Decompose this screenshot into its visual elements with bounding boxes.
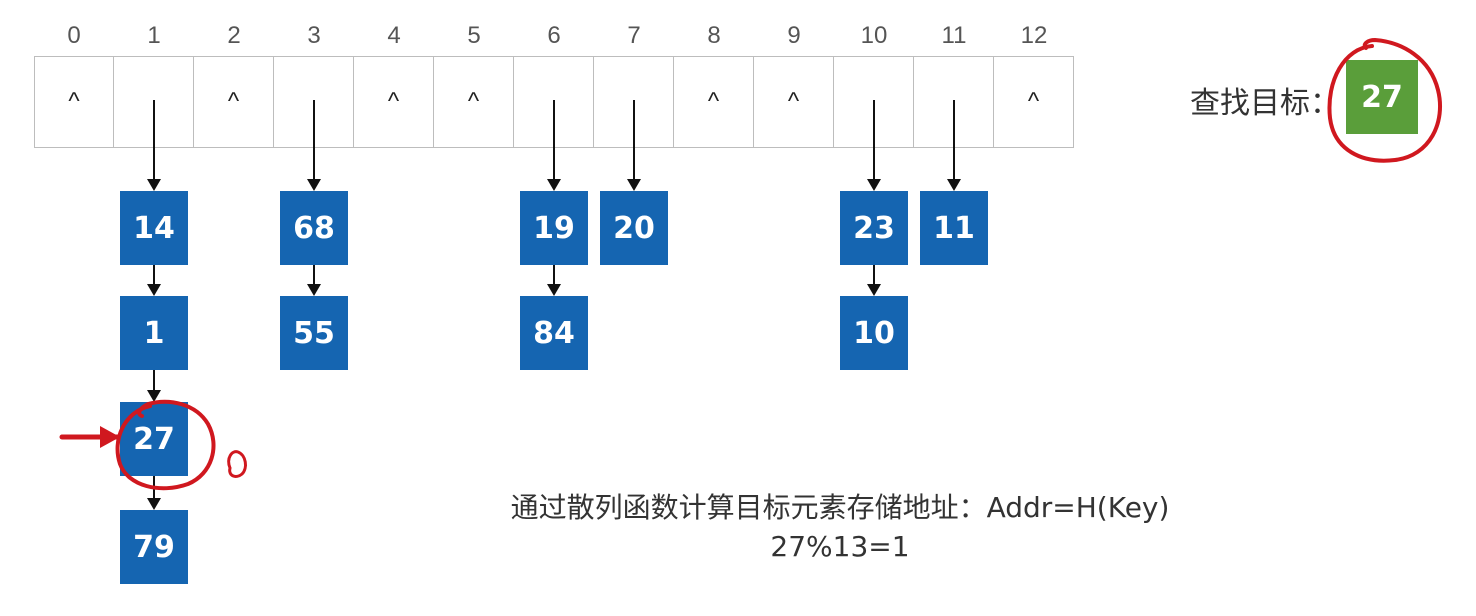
slot-index-11: 11 xyxy=(941,22,967,49)
pointer-arrow-slot-10-head xyxy=(867,179,881,191)
link-arrow-68-head xyxy=(307,284,321,296)
slot-index-10: 10 xyxy=(860,22,888,49)
zero-mark-annotation xyxy=(227,450,247,478)
chain-node-79: 79 xyxy=(120,510,188,584)
target-value-box: 27 xyxy=(1346,60,1418,134)
slot-index-1: 1 xyxy=(147,22,161,49)
chain-node-10: 10 xyxy=(840,296,908,370)
chain-node-84: 84 xyxy=(520,296,588,370)
pointer-arrowhead-annotation xyxy=(100,426,120,448)
slot-index-7: 7 xyxy=(627,22,641,49)
link-arrow-19-head xyxy=(547,284,561,296)
pointer-arrow-slot-11-head xyxy=(947,179,961,191)
chain-node-11: 11 xyxy=(920,191,988,265)
chain-node-23: 23 xyxy=(840,191,908,265)
chain-node-68: 68 xyxy=(280,191,348,265)
table-slot-8: ^ xyxy=(674,56,754,148)
link-arrow-14-head xyxy=(147,284,161,296)
link-arrow-1-head xyxy=(147,390,161,402)
slot-index-6: 6 xyxy=(547,22,561,49)
table-slot-12: ^ xyxy=(994,56,1074,148)
caption-hash-function: 通过散列函数计算目标元素存储地址：Addr=H(Key) xyxy=(510,491,1170,524)
table-slot-2: ^ xyxy=(194,56,274,148)
pointer-arrow-slot-6-head xyxy=(547,179,561,191)
pointer-arrow-slot-3-head xyxy=(307,179,321,191)
chain-node-14: 14 xyxy=(120,191,188,265)
slot-index-0: 0 xyxy=(67,22,81,49)
chain-node-20: 20 xyxy=(600,191,668,265)
link-arrow-27-head xyxy=(147,498,161,510)
chain-node-55: 55 xyxy=(280,296,348,370)
target-circle-annotation xyxy=(1327,37,1443,163)
table-slot-0: ^ xyxy=(34,56,114,148)
slot-index-2: 2 xyxy=(227,22,241,49)
node-circle-annotation xyxy=(115,399,216,491)
slot-index-8: 8 xyxy=(707,22,721,49)
slot-index-12: 12 xyxy=(1020,22,1048,49)
slot-index-5: 5 xyxy=(467,22,481,49)
pointer-arrow-slot-7-head xyxy=(627,179,641,191)
slot-index-4: 4 xyxy=(387,22,401,49)
link-arrow-23-head xyxy=(867,284,881,296)
table-slot-9: ^ xyxy=(754,56,834,148)
target-label: 查找目标： xyxy=(1190,86,1340,121)
slot-index-9: 9 xyxy=(787,22,801,49)
pointer-arrow-slot-1-head xyxy=(147,179,161,191)
chain-node-19: 19 xyxy=(520,191,588,265)
chain-node-1: 1 xyxy=(120,296,188,370)
caption-calculation: 27%13=1 xyxy=(770,530,910,563)
slot-index-3: 3 xyxy=(307,22,321,49)
table-slot-5: ^ xyxy=(434,56,514,148)
table-slot-4: ^ xyxy=(354,56,434,148)
